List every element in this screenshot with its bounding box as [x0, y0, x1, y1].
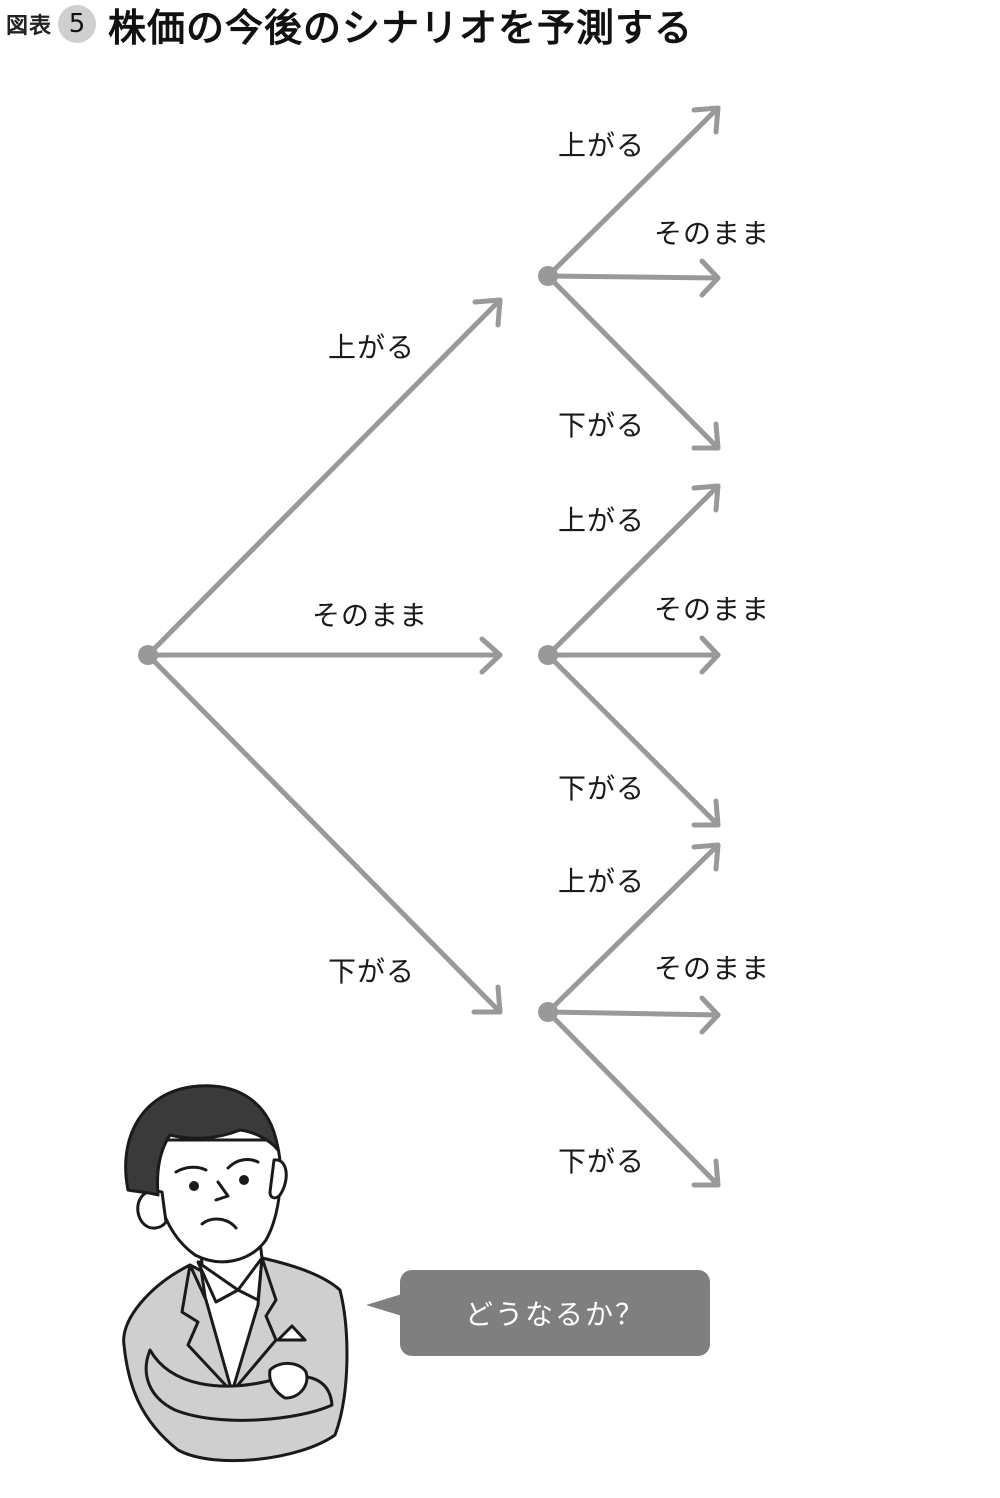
label-l1-flat: そのまま [312, 599, 429, 632]
label-b2-down: 下がる [558, 772, 646, 805]
ear-right [268, 1158, 288, 1200]
arrow-b3-up [545, 842, 721, 1015]
label-b2-up: 上がる [558, 504, 646, 537]
arrowhead-b1-flat [699, 258, 721, 298]
node-b2 [538, 645, 558, 665]
nose [214, 1180, 230, 1202]
label-l1-down: 下がる [328, 955, 416, 988]
arrow-l1-down [145, 652, 503, 1015]
pocket-square [276, 1324, 307, 1342]
businessman-illustration [122, 1084, 349, 1463]
arrowhead-b2-down [691, 798, 721, 828]
mouth [200, 1217, 238, 1230]
eyebrow-right [226, 1158, 260, 1170]
eye-left [189, 1181, 199, 1191]
arrowhead-b1-up [691, 105, 721, 135]
arrow-b1-up [545, 105, 721, 279]
arrowhead-b3-down [691, 1158, 721, 1188]
arrow-l1-up [145, 297, 503, 658]
arrowhead-b1-down [691, 421, 721, 451]
label-b1-down: 下がる [558, 409, 646, 442]
node-b3 [538, 1002, 558, 1022]
hand [268, 1362, 309, 1400]
arms-crossed [144, 1348, 334, 1422]
label-b3-up: 上がる [558, 865, 646, 898]
label-b3-flat: そのまま [654, 952, 771, 985]
lapel-right [230, 1256, 278, 1394]
eye-right [239, 1175, 249, 1185]
label-l1-up: 上がる [328, 331, 416, 364]
arrowhead-b2-flat [699, 635, 721, 675]
label-b1-flat: そのまま [654, 217, 771, 250]
ear-left [136, 1189, 168, 1230]
arrow-b2-down [545, 652, 721, 828]
arrowhead-l1-up [472, 297, 503, 328]
eyebrow-left [174, 1165, 208, 1174]
speech-bubble-tail [366, 1294, 402, 1316]
figure-title: 株価の今後のシナリオを予測する [108, 5, 694, 50]
arrow-b2-up [545, 483, 721, 658]
label-b1-up: 上がる [558, 129, 646, 162]
arrow-b1-flat [545, 273, 721, 281]
arrowhead-b2-up [691, 483, 721, 513]
lapel-left [180, 1263, 234, 1394]
node-root [138, 645, 158, 665]
speech-bubble-text: どうなるか？ [464, 1298, 645, 1331]
arrow-b1-down [545, 273, 721, 451]
arrowhead-b3-up [691, 842, 721, 872]
node-b1 [538, 266, 558, 286]
figure-number-badge: 5 [58, 5, 97, 43]
arrowhead-l1-down [471, 984, 503, 1015]
figure-header: 図表 5 株価の今後のシナリオを予測する [6, 4, 693, 50]
speech-bubble: どうなるか？ [400, 1270, 710, 1356]
arrowhead-b3-flat [699, 995, 721, 1035]
label-b3-down: 下がる [558, 1145, 646, 1178]
label-b2-flat: そのまま [654, 593, 771, 626]
figure-label: 図表 [6, 14, 53, 39]
hair [124, 1084, 280, 1197]
arrow-b3-flat [545, 1009, 721, 1018]
arrow-b3-down [545, 1009, 721, 1188]
arrowhead-l1-flat [479, 636, 503, 675]
